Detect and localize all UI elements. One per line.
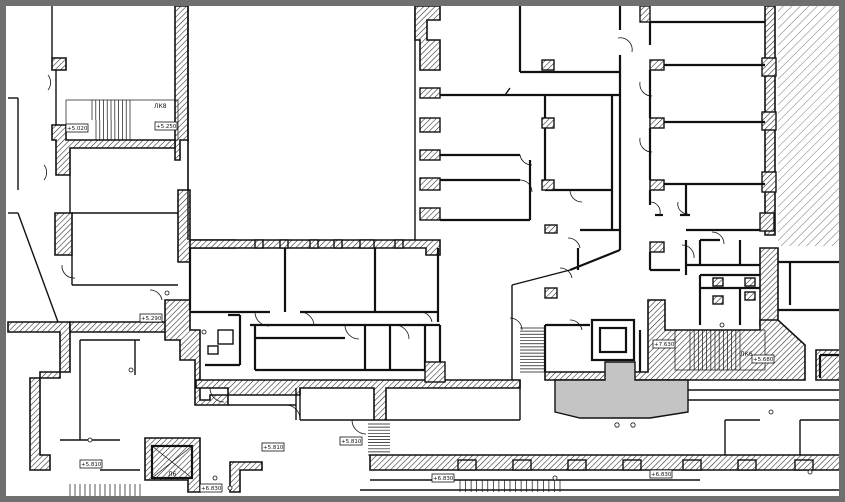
lower-corridor-rooms (228, 269, 571, 421)
svg-text:+5.810: +5.810 (263, 445, 284, 451)
stair-center-bottom (459, 480, 561, 492)
level-mark-9: +6.830 (199, 483, 223, 493)
stair-lk8 (65, 99, 179, 141)
svg-text:+5.020: +5.020 (67, 126, 88, 132)
stair-label-lk8: ЛК8 (154, 103, 167, 110)
central-lower-rooms (188, 248, 446, 383)
level-mark-3: +5.290 (139, 313, 163, 323)
level-mark-2: +5.250 (154, 121, 178, 131)
central-block (189, 5, 441, 256)
left-block-lines (8, 6, 416, 471)
svg-text:+6.830: +6.830 (651, 472, 672, 478)
level-mark-5: +5.680 (751, 354, 775, 364)
svg-text:+6.830: +6.830 (201, 486, 222, 492)
stair-left-bottom (69, 484, 141, 496)
wc-block (201, 329, 234, 355)
svg-text:+5.290: +5.290 (141, 316, 162, 322)
svg-text:+5.680: +5.680 (753, 357, 774, 363)
elevator-label-l6: Л6 (168, 471, 177, 478)
svg-text:+5.250: +5.250 (156, 124, 177, 130)
level-mark-1: +5.020 (65, 123, 89, 133)
doors (43, 37, 725, 435)
foyer-area (554, 361, 689, 419)
left-block-walls (7, 5, 521, 493)
level-mark-4: +7.630 (652, 339, 676, 349)
foyer-walls (543, 318, 642, 372)
level-mark-11: +6.830 (649, 469, 673, 479)
level-mark-10: +6.830 (431, 473, 455, 483)
stair-mid (520, 327, 545, 373)
exterior-hatch-right (778, 6, 840, 246)
column-marks (87, 290, 813, 491)
stair-label-lk6: ЛК6 (740, 351, 753, 358)
svg-text:+5.810: +5.810 (341, 439, 362, 445)
elevator-l6 (150, 444, 194, 480)
level-mark-7: +5.810 (261, 442, 285, 452)
svg-text:+6.830: +6.830 (433, 476, 454, 482)
stair-bottom-right (368, 423, 390, 456)
svg-text:+7.630: +7.630 (654, 342, 675, 348)
level-mark-6: +5.810 (79, 459, 103, 469)
right-center-block (440, 6, 622, 299)
stair-lk6 (674, 329, 766, 371)
level-mark-8: +5.810 (339, 436, 363, 446)
svg-text:+5.810: +5.810 (81, 462, 102, 468)
